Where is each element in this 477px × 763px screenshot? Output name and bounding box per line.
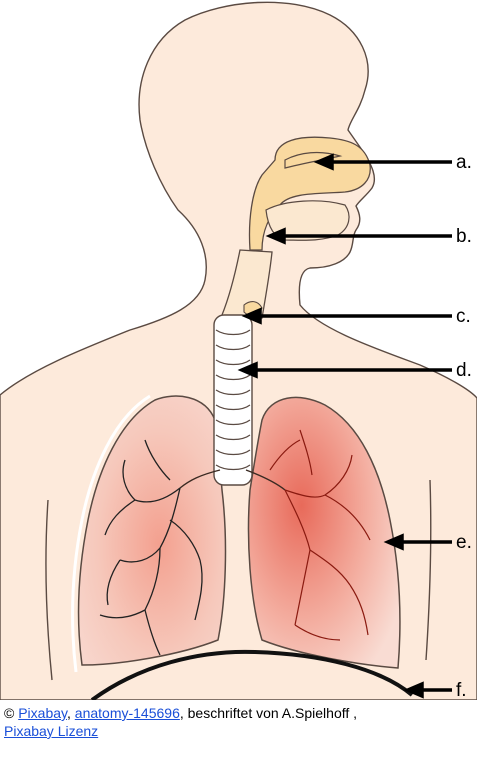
label-e: e. xyxy=(456,533,472,552)
credit-author: , beschriftet von A.Spielhoff , xyxy=(180,705,357,721)
credit-separator: , xyxy=(67,705,71,721)
anatomy-link[interactable]: anatomy-145696 xyxy=(75,705,180,721)
trachea xyxy=(214,315,252,485)
license-link[interactable]: Pixabay Lizenz xyxy=(4,723,98,739)
image-credit: © Pixabay, anatomy-145696, beschriftet v… xyxy=(4,704,476,740)
respiratory-system-diagram xyxy=(0,0,477,700)
label-b: b. xyxy=(456,227,472,246)
label-f: f. xyxy=(456,681,467,700)
pixabay-link[interactable]: Pixabay xyxy=(18,705,67,721)
label-c: c. xyxy=(456,307,471,326)
label-a: a. xyxy=(456,153,472,172)
label-d: d. xyxy=(456,361,472,380)
copyright-symbol: © xyxy=(4,705,14,721)
